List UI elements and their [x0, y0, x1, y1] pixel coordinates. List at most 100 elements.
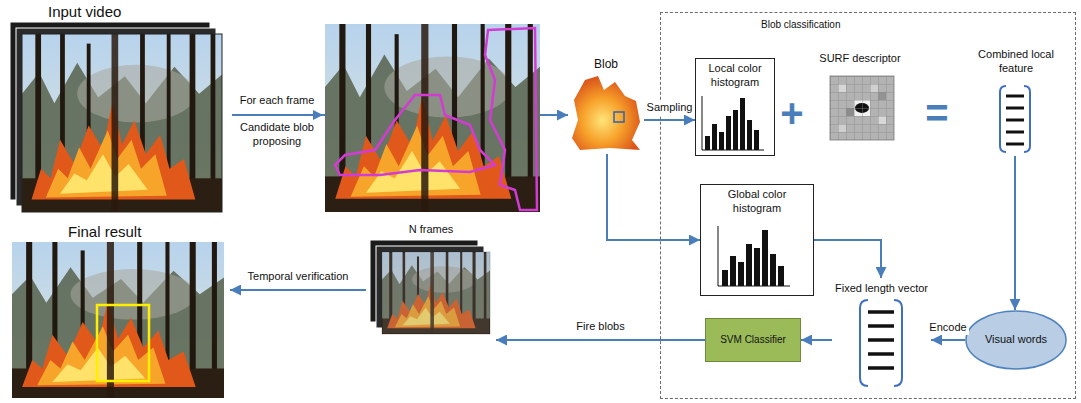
local-histogram-chart	[726, 116, 731, 150]
global-histogram-chart	[722, 270, 728, 286]
flow-arrow	[1014, 156, 1016, 310]
final-result-image	[12, 242, 224, 398]
local-histogram-chart	[705, 98, 759, 150]
descriptor-panel: SURF descriptor	[812, 50, 908, 154]
combined-vector-bracket	[1000, 86, 1006, 152]
n-frames-stack	[382, 252, 490, 334]
segmented-frame	[335, 95, 495, 175]
group-box: Blob classificationLocal color histogram…	[660, 12, 1076, 399]
edge-label: Encode	[927, 321, 968, 335]
flow-arrow	[644, 119, 695, 121]
edge-label: Sampling	[645, 101, 695, 115]
edge-label: Fire blobs	[574, 320, 626, 334]
blob-panel: Blob	[568, 56, 644, 154]
annotation: =	[921, 88, 953, 138]
segmented-frame	[485, 28, 537, 210]
local-histogram-chart	[747, 120, 752, 150]
local-histogram-chart	[719, 132, 724, 150]
flow-arrow	[607, 154, 700, 240]
input-video-frames	[22, 34, 222, 212]
result-panel: Final result	[8, 222, 230, 402]
node-label: Local color histogram	[698, 62, 772, 90]
final-result-image	[97, 305, 149, 381]
node-label: Fixed length vector	[835, 282, 928, 296]
global-histogram-chart	[762, 230, 768, 286]
node-label: Blob classification	[761, 19, 840, 32]
input-video-frames	[22, 34, 222, 212]
ellipse-node: Visual words	[965, 310, 1067, 370]
node-label: Global color histogram	[703, 188, 811, 216]
fixed-vector-bracket	[868, 352, 894, 356]
blob-shape	[614, 112, 624, 122]
histogram-box: Global color histogram	[700, 184, 814, 296]
flow-arrow	[931, 339, 965, 341]
global-histogram-chart	[754, 248, 760, 286]
global-histogram-chart	[770, 254, 776, 286]
classifier-box: SVM Classifier	[705, 318, 801, 362]
combined-vector-bracket	[1006, 143, 1024, 146]
local-histogram-chart	[705, 136, 710, 150]
segmented-frame	[313, 24, 540, 212]
global-histogram-chart	[738, 262, 744, 286]
fixed-vector-bracket	[868, 310, 894, 314]
local-histogram-chart	[702, 96, 764, 150]
global-histogram-chart	[778, 266, 784, 286]
node-label: Blob	[594, 57, 618, 72]
segmented-frame	[313, 110, 323, 120]
local-histogram-chart	[740, 98, 745, 150]
local-histogram-chart	[702, 96, 764, 150]
local-histogram-chart	[754, 130, 759, 150]
ellipse-outline	[966, 311, 1066, 369]
node-label: SURF descriptor	[819, 52, 900, 66]
feature-vector: Combined local feature	[970, 46, 1062, 156]
fixed-vector-bracket	[868, 338, 894, 342]
global-histogram-chart	[746, 244, 752, 286]
flow-arrow	[801, 339, 832, 341]
surf-descriptor-image	[830, 76, 894, 140]
combined-vector-bracket	[1006, 107, 1024, 110]
combined-vector-bracket	[1006, 96, 1024, 144]
fixed-vector-bracket	[860, 300, 902, 386]
global-histogram-chart	[722, 230, 784, 286]
n-frames-stack	[370, 240, 490, 334]
segmented-frame	[325, 24, 540, 212]
local-histogram-chart	[733, 110, 738, 150]
combined-vector-bracket	[1006, 119, 1024, 122]
fixed-vector-bracket	[894, 300, 902, 386]
flow-arrow	[496, 339, 705, 341]
edge-label: Temporal verification	[246, 270, 351, 284]
fixed-vector-bracket	[868, 312, 894, 368]
combined-vector-bracket	[1006, 131, 1024, 134]
global-histogram-chart	[718, 226, 790, 286]
final-result-image	[12, 242, 224, 398]
video-panel: Input video	[8, 2, 232, 216]
global-histogram-chart	[730, 256, 736, 286]
n-frames-stack	[382, 252, 490, 334]
flow-arrow	[230, 289, 366, 291]
combined-vector-bracket	[1000, 86, 1030, 152]
combined-vector-bracket	[1024, 86, 1030, 152]
combined-vector-bracket	[1006, 95, 1024, 98]
annotation: For each frame	[231, 94, 323, 108]
global-histogram-chart	[718, 226, 790, 286]
flow-arrow	[814, 240, 881, 278]
annotation: Candidate blob proposing	[231, 121, 323, 149]
node-label: Input video	[48, 3, 121, 22]
node-label: Final result	[68, 223, 141, 242]
fixed-vector-bracket	[868, 324, 894, 328]
surf-descriptor-image	[830, 76, 894, 140]
blob-shape	[572, 76, 640, 150]
node-label: SVM Classifier	[720, 334, 786, 347]
fixed-vector-bracket	[868, 366, 894, 370]
node-label: Combined local feature	[972, 48, 1060, 76]
fixed-vector-bracket	[860, 300, 868, 386]
blob-shape	[572, 76, 640, 150]
local-histogram-chart	[712, 124, 717, 150]
node-label: N frames	[409, 223, 454, 237]
node-label: Visual words	[985, 333, 1047, 347]
frames-panel: N frames	[366, 222, 496, 350]
surf-descriptor-image	[830, 76, 894, 140]
